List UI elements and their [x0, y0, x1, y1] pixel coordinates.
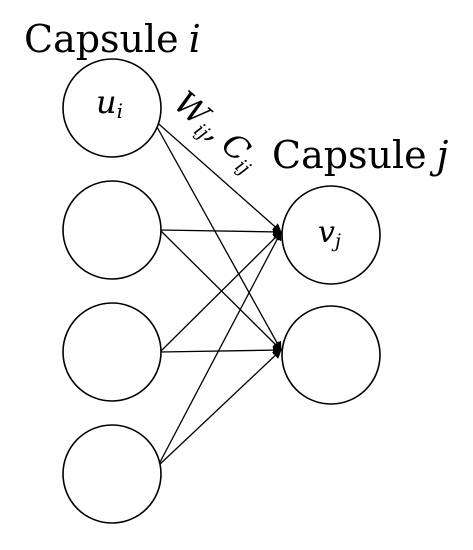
output-capsule-1 — [281, 185, 381, 285]
edge-i1-j2 — [151, 117, 282, 351]
output-capsule-1-label-sub: j — [331, 230, 341, 252]
edge-i3-j2 — [159, 345, 282, 355]
input-layer-title-variable: i — [189, 17, 201, 61]
output-capsule-1-label-main: v — [318, 215, 335, 250]
output-capsule-2 — [281, 305, 381, 405]
input-capsule-2 — [62, 180, 162, 280]
input-capsule-3 — [62, 302, 162, 402]
output-capsule-layer — [281, 185, 381, 405]
input-capsule-1-label: ui — [96, 83, 123, 123]
output-layer-title-word: Capsule — [272, 133, 427, 177]
connection-edges — [151, 117, 282, 467]
input-capsule-layer — [62, 58, 162, 524]
input-layer-title-word: Capsule — [24, 17, 179, 61]
output-capsule-1-label: vj — [318, 215, 341, 252]
edge-i2-j1 — [159, 227, 282, 237]
edge-i1-j1 — [151, 117, 282, 233]
input-capsule-1-label-main: u — [96, 83, 117, 121]
edge-i2-j2 — [159, 229, 282, 351]
edge-weight-label: Wij,Cij — [165, 83, 267, 179]
input-capsule-1 — [62, 58, 162, 158]
output-layer-title-variable: j — [430, 133, 449, 177]
input-capsule-4 — [62, 424, 162, 524]
edge-i4-j2 — [157, 349, 282, 467]
input-capsule-1-label-sub: i — [117, 99, 123, 123]
edge-i4-j1 — [157, 231, 282, 467]
edge-i3-j1 — [159, 231, 282, 353]
